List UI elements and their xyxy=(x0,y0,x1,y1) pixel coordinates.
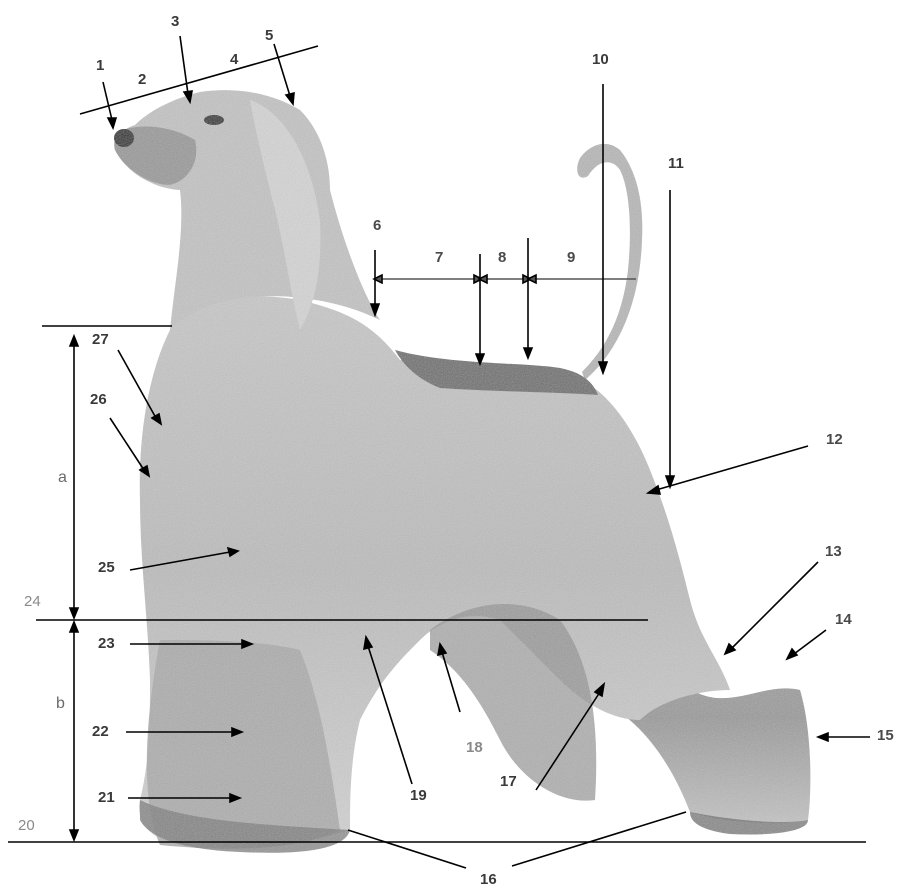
label-12: 12 xyxy=(826,431,843,448)
label-22: 22 xyxy=(92,723,109,740)
label-2: 2 xyxy=(138,71,147,88)
label-a: a xyxy=(58,469,67,486)
label-19: 19 xyxy=(410,787,427,804)
label-11: 11 xyxy=(668,155,684,172)
label-1: 1 xyxy=(96,57,105,74)
reference-lines xyxy=(8,45,866,843)
label-10: 10 xyxy=(592,51,609,68)
label-26: 26 xyxy=(90,391,107,408)
label-17: 17 xyxy=(500,773,517,790)
front-legs xyxy=(146,640,340,849)
front-paws xyxy=(140,800,350,853)
label-13: 13 xyxy=(825,543,842,560)
label-6: 6 xyxy=(373,217,382,234)
label-5: 5 xyxy=(265,27,274,44)
label-27: 27 xyxy=(92,331,109,348)
label-4: 4 xyxy=(230,51,239,68)
label-21: 21 xyxy=(98,789,115,806)
label-8: 8 xyxy=(498,249,507,266)
pointers xyxy=(68,35,870,869)
belly-shadow xyxy=(430,603,597,801)
label-15: 15 xyxy=(877,727,894,744)
saddle xyxy=(395,350,598,395)
label-25: 25 xyxy=(98,559,115,576)
tail xyxy=(577,143,643,380)
label-7: 7 xyxy=(435,249,444,266)
label-b: b xyxy=(56,695,65,712)
neck-head xyxy=(114,90,380,331)
label-3: 3 xyxy=(171,13,180,30)
label-20: 20 xyxy=(18,817,35,834)
dog-silhouette xyxy=(114,90,811,853)
nose xyxy=(114,129,134,147)
label-23: 23 xyxy=(98,635,115,652)
rear-paw xyxy=(690,812,808,835)
label-16: 16 xyxy=(480,871,497,888)
muzzle xyxy=(114,126,197,185)
label-18: 18 xyxy=(466,739,483,756)
label-14: 14 xyxy=(835,611,852,628)
ear xyxy=(250,100,321,330)
label-9: 9 xyxy=(567,249,576,266)
label-24: 24 xyxy=(24,593,41,610)
eye xyxy=(204,115,224,125)
